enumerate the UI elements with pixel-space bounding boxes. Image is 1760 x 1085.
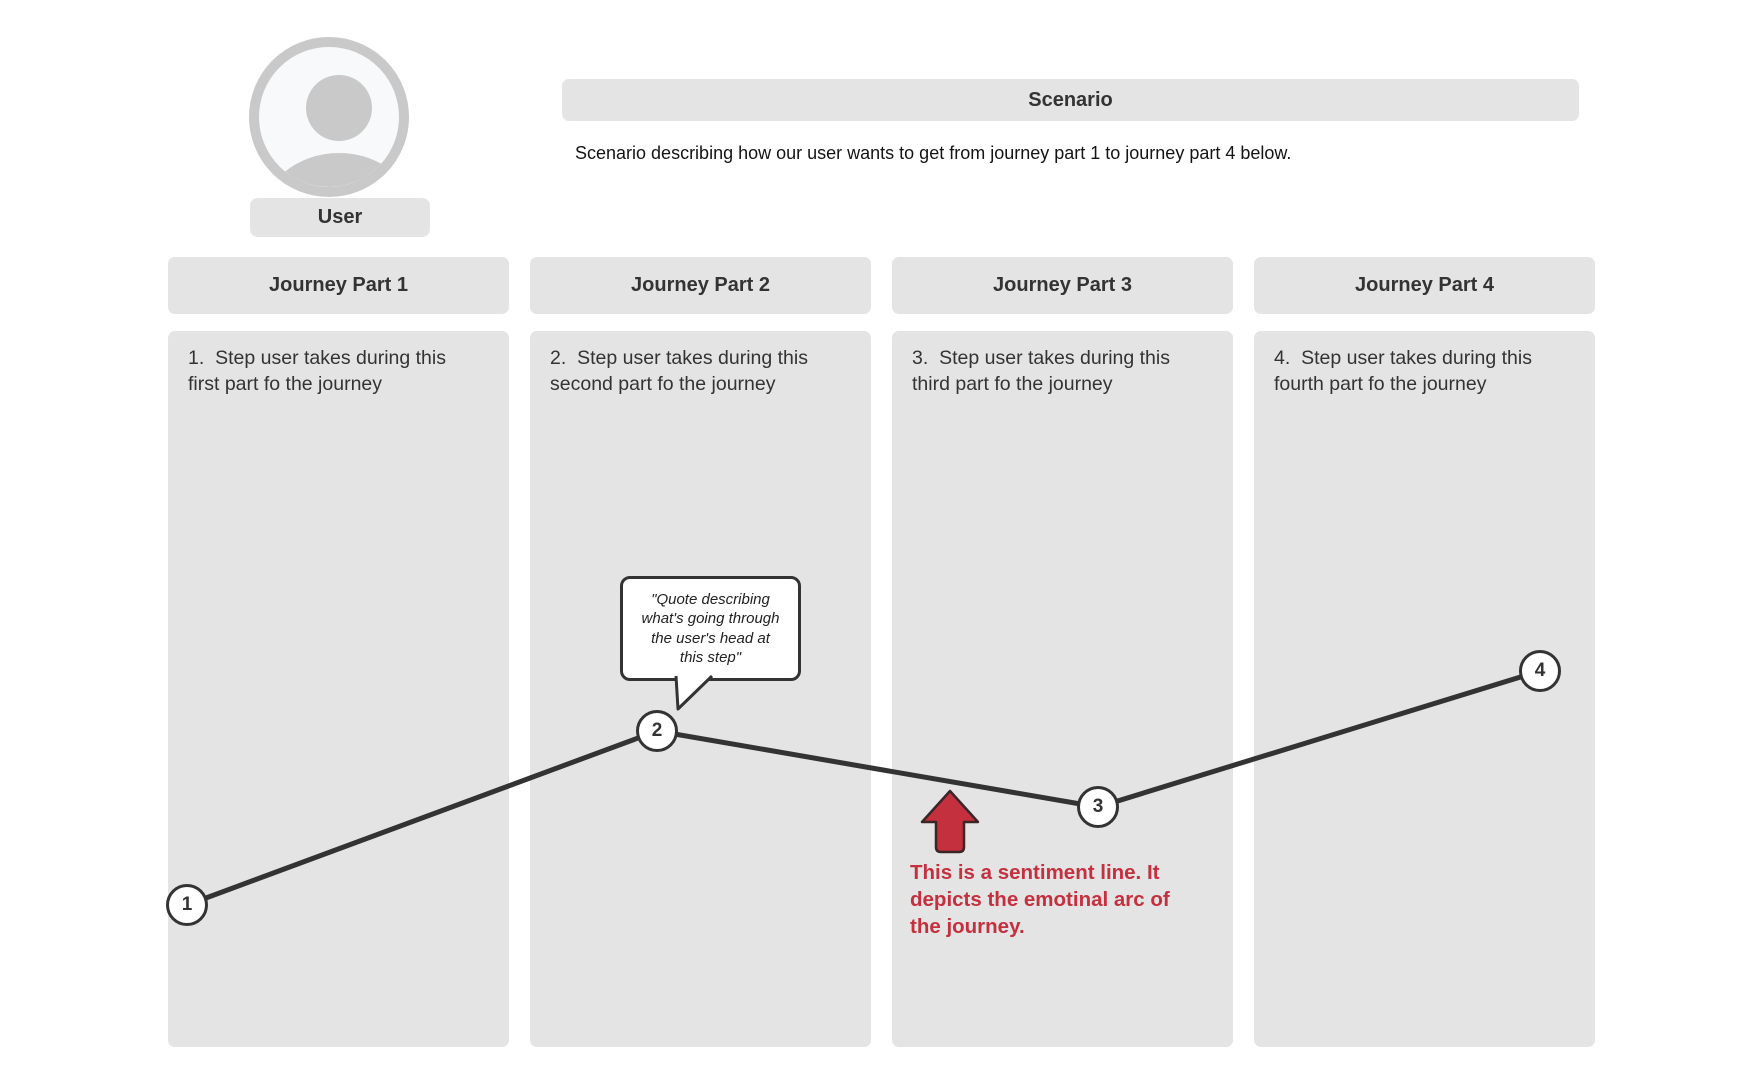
journey-part-2-header[interactable]: Journey Part 2	[530, 257, 871, 314]
sentiment-point-1-number: 1	[181, 894, 193, 915]
journey-part-1-header[interactable]: Journey Part 1	[168, 257, 509, 314]
scenario-description[interactable]: Scenario describing how our user wants t…	[575, 143, 1292, 163]
journey-part-4-title: Journey Part 4	[1355, 274, 1494, 296]
scenario-header[interactable]: Scenario	[562, 79, 1579, 121]
scenario-title: Scenario	[1028, 88, 1113, 111]
user-name-label[interactable]: User	[250, 198, 430, 237]
sentiment-point-2-number: 2	[651, 720, 663, 741]
user-avatar[interactable]	[249, 37, 409, 197]
user-name-text: User	[317, 206, 363, 228]
sentiment-point-1[interactable]: 1	[166, 884, 208, 926]
sentiment-point-2[interactable]: 2	[636, 710, 678, 752]
sentiment-point-4[interactable]: 4	[1519, 650, 1561, 692]
journey-part-2-title: Journey Part 2	[631, 274, 770, 296]
journey-part-2-panel[interactable]: 2. Step user takes during this second pa…	[530, 331, 871, 1047]
journey-part-3-title: Journey Part 3	[993, 274, 1132, 296]
sentiment-point-3-number: 3	[1092, 796, 1104, 817]
journey-part-1-title: Journey Part 1	[269, 274, 408, 296]
journey-part-1-panel[interactable]: 1. Step user takes during this first par…	[168, 331, 509, 1047]
sentiment-point-4-number: 4	[1534, 660, 1546, 681]
journey-part-4-header[interactable]: Journey Part 4	[1254, 257, 1595, 314]
person-icon	[306, 75, 372, 141]
sentiment-annotation[interactable]: This is a sentiment line. It depicts the…	[910, 861, 1170, 938]
person-icon	[262, 153, 399, 187]
quote-bubble[interactable]: "Quote describing what's going through t…	[620, 576, 801, 681]
journey-part-3-header[interactable]: Journey Part 3	[892, 257, 1233, 314]
sentiment-point-3[interactable]: 3	[1077, 786, 1119, 828]
